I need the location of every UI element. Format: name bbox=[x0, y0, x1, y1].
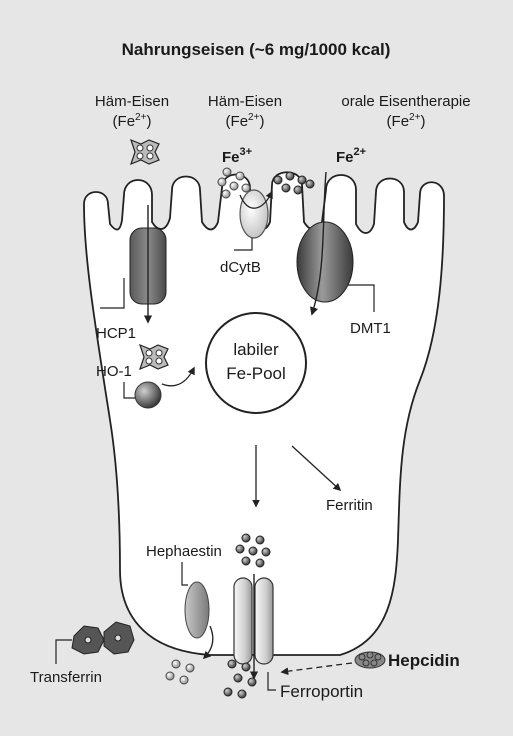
labile-pool-label-line2: Fe-Pool bbox=[226, 364, 286, 383]
exported-fe2-particles bbox=[224, 660, 256, 698]
ferroportin-leader-line bbox=[268, 672, 276, 690]
ferroportin-channel-left bbox=[234, 578, 252, 664]
dcytb-reductase bbox=[240, 190, 268, 238]
labile-pool-label-line1: labiler bbox=[233, 340, 279, 359]
ho1-label: HO-1 bbox=[96, 363, 132, 380]
dmt1-label: DMT1 bbox=[350, 320, 391, 337]
heme-mid-label: Häm-Eisen bbox=[208, 93, 282, 110]
exported-fe3-particles bbox=[166, 660, 194, 684]
ferritin-label: Ferritin bbox=[326, 497, 373, 514]
ferroportin-label: Ferroportin bbox=[280, 682, 363, 701]
fe3-ion-label: Fe3+ bbox=[222, 146, 252, 166]
oral-therapy-label: orale Eisentherapie bbox=[341, 93, 470, 110]
transferrin-leader-line bbox=[56, 640, 72, 664]
ferroportin-channel-right bbox=[255, 578, 273, 664]
heme-left-formula: (Fe2+) bbox=[113, 112, 152, 130]
ho1-enzyme bbox=[135, 382, 161, 408]
transferrin-label: Transferrin bbox=[30, 669, 102, 686]
heme-molecule-icon bbox=[131, 140, 159, 164]
hephaestin-enzyme bbox=[185, 582, 209, 638]
hephaestin-label: Hephaestin bbox=[146, 543, 222, 560]
heme-mid-formula: (Fe2+) bbox=[226, 112, 265, 130]
hcp1-label: HCP1 bbox=[96, 325, 136, 342]
transferrin-protein-icon bbox=[72, 622, 134, 654]
diagram-title: Nahrungseisen (~6 mg/1000 kcal) bbox=[122, 40, 391, 59]
dcytb-label: dCytB bbox=[220, 259, 261, 276]
heme-left-label: Häm-Eisen bbox=[95, 93, 169, 110]
fe2-ion-label: Fe2+ bbox=[336, 146, 366, 166]
oral-therapy-formula: (Fe2+) bbox=[387, 112, 426, 130]
labile-iron-pool bbox=[206, 313, 306, 413]
hepcidin-inhibition-arrow bbox=[282, 663, 352, 672]
dmt1-transporter bbox=[297, 222, 353, 302]
heme-molecule-intracellular-icon bbox=[140, 345, 168, 369]
hepcidin-peptide-icon bbox=[355, 652, 385, 668]
hepcidin-label: Hepcidin bbox=[388, 651, 460, 670]
